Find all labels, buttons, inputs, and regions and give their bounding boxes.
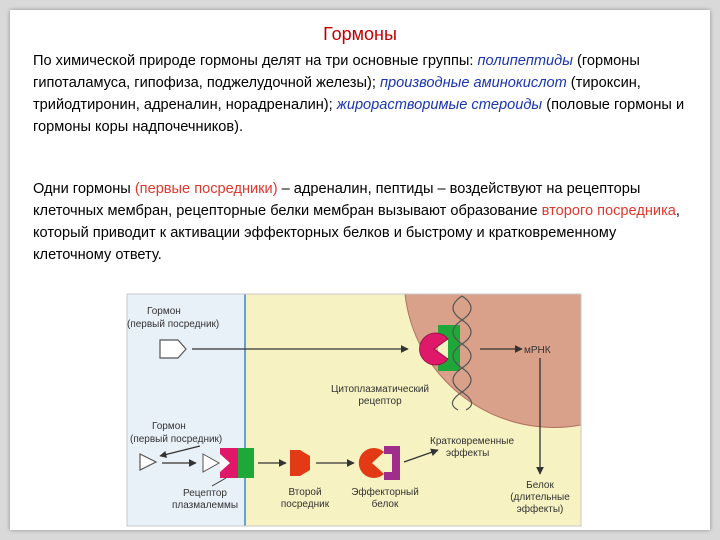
term-amino-acid-derivatives: производные аминокислот	[379, 75, 567, 91]
label-receptor-1: Рецептор	[183, 488, 227, 499]
label-effector-2: белок	[372, 498, 399, 510]
text-messengers-1: Одни гормоны	[33, 181, 135, 197]
receptor-green	[238, 448, 254, 478]
cyto-hormone-pacman	[419, 332, 449, 366]
label-hormone-bottom-1: Гормон	[152, 421, 186, 432]
label-hormone-top-1: Гормон	[147, 306, 181, 317]
hormone-top-shape	[159, 339, 187, 359]
text-amino-acid-derivatives: (тироксин, трийодтиронин, адреналин, нор…	[33, 75, 641, 113]
effector-notch	[384, 454, 392, 472]
label-effector-1: Эффекторный	[351, 486, 419, 498]
slide-title: Гормоны	[323, 24, 397, 44]
arrow-effector-to-short	[403, 448, 439, 463]
text-messengers-2: – адреналин, пептиды – воздействуют на р…	[33, 181, 641, 219]
pointer-receptor	[211, 477, 227, 487]
paragraph-hormone-groups: По химической природе гормоны делят на т…	[33, 50, 693, 138]
hormone-bottom-shape	[139, 453, 158, 471]
receptor-notch	[220, 454, 230, 472]
label-protein-1: Белок	[526, 480, 554, 491]
second-messenger-shape	[290, 450, 310, 476]
label-receptor-2: плазмалеммы	[172, 500, 238, 511]
label-short-effects-2: эффекты	[446, 447, 489, 459]
label-second-2: посредник	[281, 499, 330, 510]
term-polypeptides: полипептиды	[477, 53, 573, 69]
arrow-hormone-bottom-down	[159, 445, 201, 458]
label-hormone-top-2: (первый посредник)	[127, 319, 219, 330]
label-short-effects-1: Кратковременные	[430, 436, 514, 447]
diagram-frame	[126, 293, 582, 527]
dna-helix-a	[452, 295, 473, 411]
paragraph-messengers: Одни гормоны (первые посредники) – адрен…	[33, 178, 693, 266]
text-messengers-3: , который приводит к активации эффекторн…	[33, 203, 680, 263]
dna-helix-b	[451, 295, 472, 411]
extracellular-region	[127, 294, 245, 526]
label-cyto-receptor-1: Цитоплазматический	[331, 384, 429, 395]
label-hormone-bottom-2: (первый посредник)	[130, 434, 222, 445]
text-steroids: (половые гормоны и гормоны коры надпочеч…	[33, 97, 685, 135]
text-intro: По химической природе гормоны делят на т…	[33, 53, 478, 69]
label-protein-2: (длительные	[510, 492, 570, 503]
term-steroids: жирорастворимые стероиды	[336, 97, 543, 113]
label-mrna: мРНК	[524, 345, 551, 356]
text-polypeptides: (гормоны гипоталамуса, гипофиза, поджелу…	[33, 53, 640, 91]
term-second-messenger: второго посредника	[541, 203, 676, 219]
receptor-hormone-triangle	[202, 453, 221, 473]
term-first-messengers: (первые посредники)	[134, 181, 278, 197]
label-cyto-receptor-2: рецептор	[358, 396, 402, 407]
label-second-1: Второй	[288, 487, 321, 498]
label-protein-3: эффекты)	[517, 503, 564, 515]
effector-second-pacman	[358, 448, 384, 479]
